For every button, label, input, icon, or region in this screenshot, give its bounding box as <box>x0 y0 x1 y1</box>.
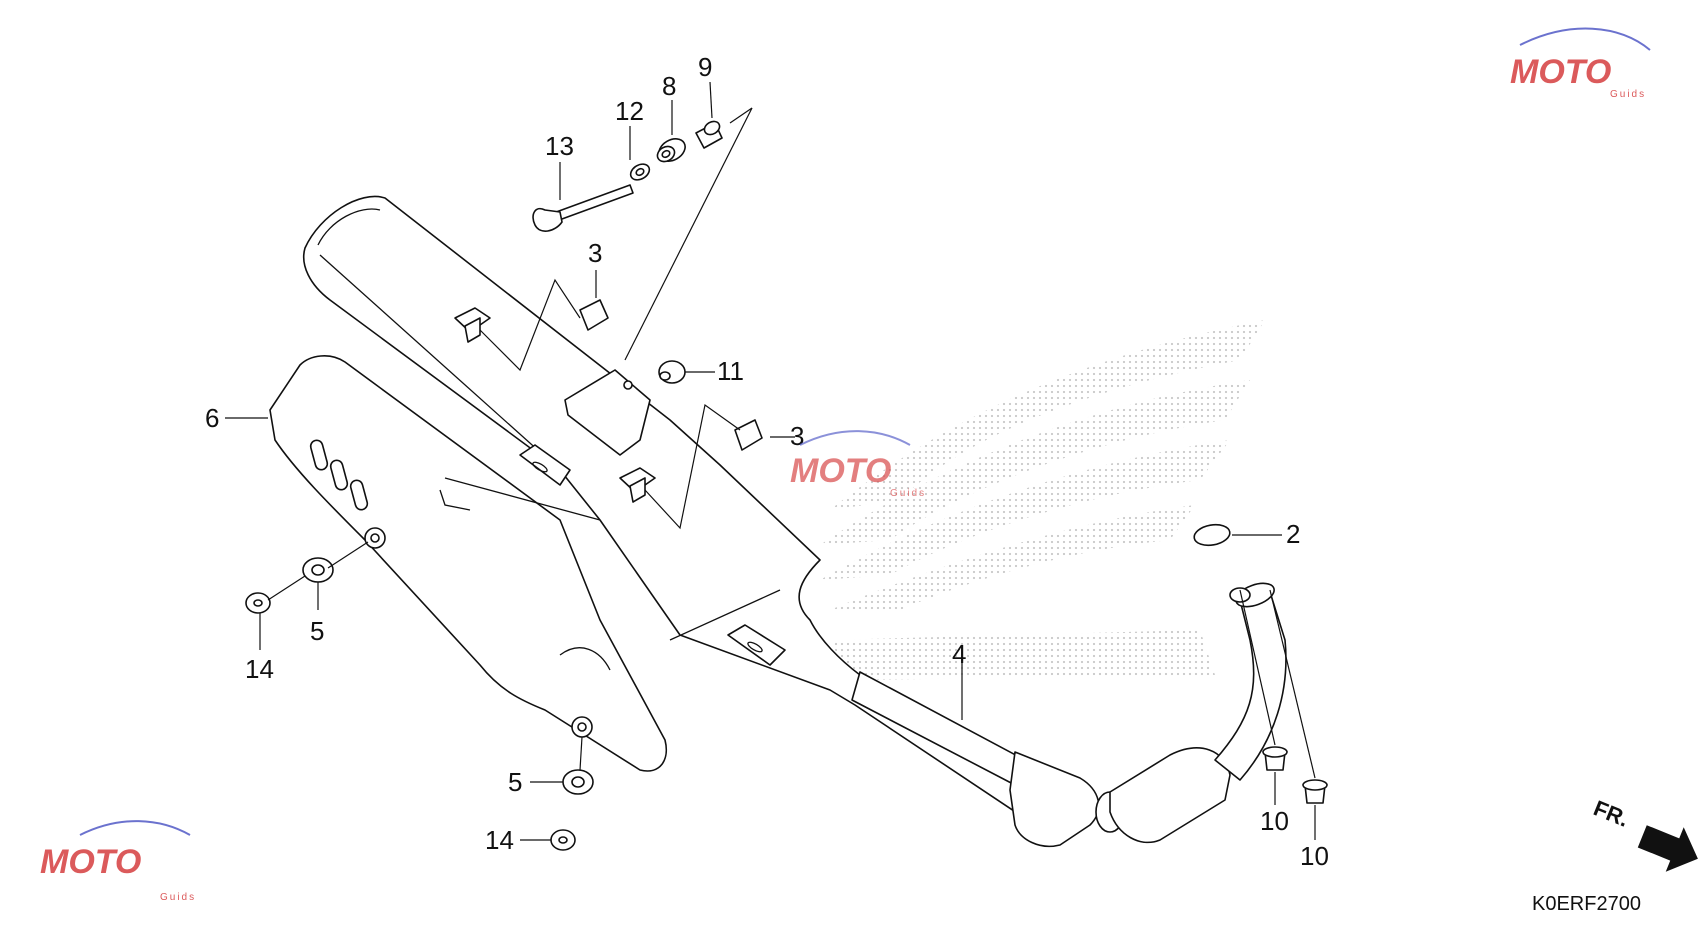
callout-9: 9 <box>698 52 712 82</box>
watermark-brand-bottom: MOTO <box>40 843 141 881</box>
mount-bracket <box>519 369 786 666</box>
callout-5-left: 5 <box>310 616 324 646</box>
flange-nut-icon <box>1262 746 1328 804</box>
nut-icon <box>658 360 686 384</box>
heat-shield <box>269 355 667 772</box>
bolt-icon <box>532 184 634 232</box>
heat-shield-washer-icon <box>302 557 594 795</box>
watermark-sub-top: Guids <box>1610 89 1646 100</box>
callout-4: 4 <box>952 639 966 669</box>
collar-icon <box>695 120 723 149</box>
callout-6: 6 <box>205 403 219 433</box>
callout-10-right: 10 <box>1300 841 1329 871</box>
watermark-brand-center: MOTO <box>790 452 891 490</box>
leader-lines <box>225 81 1316 841</box>
watermark-logo-top-right: MOTO Guids <box>1510 27 1651 100</box>
clip-icon <box>454 299 763 503</box>
watermark-logo-center: MOTO Guids <box>790 430 926 499</box>
diagram-code: K0ERF2700 <box>1532 893 1641 915</box>
callout-11: 11 <box>717 356 744 386</box>
gasket-icon <box>1193 523 1231 547</box>
callout-3-lower: 3 <box>790 421 804 451</box>
rubber-mount-icon <box>656 138 686 163</box>
exhaust-pipe <box>851 582 1287 847</box>
watermark-sub-center: Guids <box>890 488 926 499</box>
honda-wing-logo-icon <box>820 320 1265 680</box>
callout-labels: 13 12 8 9 3 11 3 6 5 14 2 4 5 14 10 10 <box>205 52 1329 871</box>
callout-8: 8 <box>662 71 676 101</box>
callout-12: 12 <box>615 96 644 126</box>
callout-3-upper: 3 <box>588 238 602 268</box>
front-direction-arrow: FR. <box>1590 795 1698 872</box>
watermark-logo-bottom-left: MOTO Guids <box>40 820 196 903</box>
heat-shield-bolt-icon <box>245 592 576 851</box>
callout-10-left: 10 <box>1260 806 1289 836</box>
front-arrow-label: FR. <box>1590 795 1632 831</box>
callout-2: 2 <box>1286 519 1300 549</box>
watermark-brand-top: MOTO <box>1510 53 1611 91</box>
callout-5-bottom: 5 <box>508 767 522 797</box>
callout-13: 13 <box>545 131 574 161</box>
callout-14-bottom: 14 <box>485 825 514 855</box>
callout-14-left: 14 <box>245 654 274 684</box>
watermark-sub-bottom: Guids <box>160 892 196 903</box>
